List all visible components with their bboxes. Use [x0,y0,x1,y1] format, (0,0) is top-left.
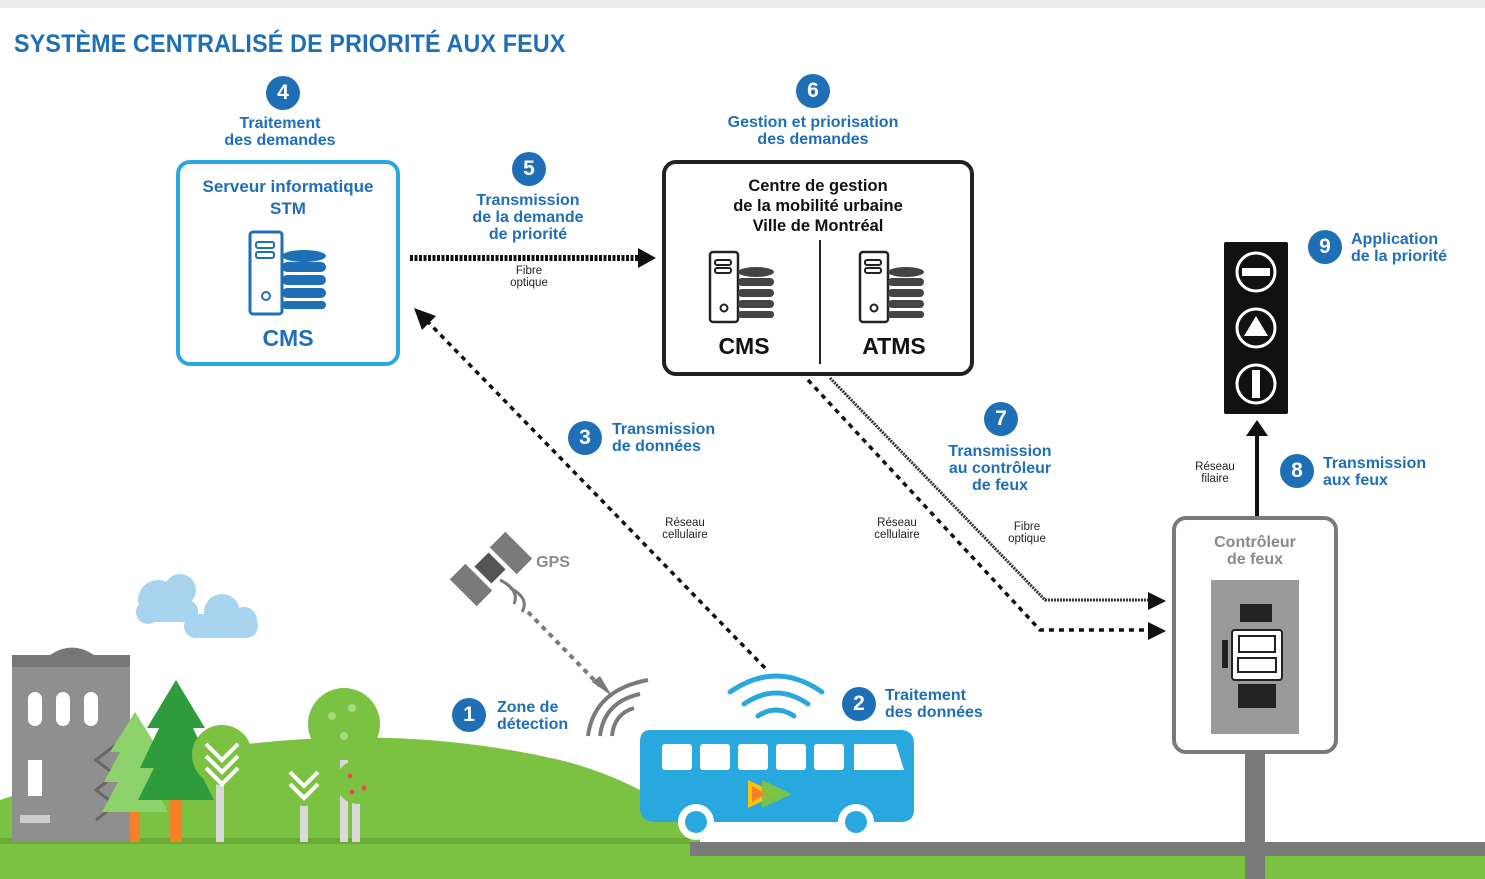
step-6-badge: 6 [796,74,830,108]
detection-zone-icon [586,678,649,737]
step-9-badge: 9 [1308,230,1342,264]
gps-signal [526,610,602,688]
step-5-badge: 5 [512,152,546,186]
wifi-icon [727,673,825,719]
controller-cabinet [1211,580,1299,734]
arrow-cellular-left [426,320,767,670]
step-3-badge: 3 [568,421,602,455]
stm-server-title: Serveur informatique STM [202,177,374,218]
tree-icon [102,680,380,842]
server-icon [248,230,284,316]
arrow-cellular-right [806,378,1150,632]
cellular-label-left: Réseau cellulaire [662,517,708,541]
bus-icon [640,730,914,840]
city-center-icons [708,250,924,324]
fibre-label-top: Fibre optique [510,265,548,289]
step-5-label: Transmission de la demande de priorité [472,192,584,243]
step-6-label: Gestion et priorisation des demandes [727,114,899,148]
step-2-badge: 2 [842,687,876,721]
step-7-badge: 7 [984,402,1018,436]
step-3-label: Transmission de données [612,421,716,455]
server-icon [708,250,740,324]
city-atms-label: ATMS [862,333,926,359]
wired-label: Réseau filaire [1195,461,1235,485]
step-1-badge: 1 [452,698,486,732]
road [690,842,1485,856]
step-1-label: Zone de détection [497,699,569,733]
database-icon [738,267,774,318]
stm-cms-label: CMS [262,325,314,351]
top-border [0,0,1485,8]
step-2-label: Traitement des données [885,687,983,721]
step-4-badge: 4 [266,76,300,110]
gps-label: GPS [536,554,570,571]
divider [819,240,821,364]
city-center-title: Centre de gestion de la mobilité urbaine… [733,177,903,235]
cellular-label-right: Réseau cellulaire [874,517,920,541]
diagram-title: SYSTÈME CENTRALISÉ DE PRIORITÉ AUX FEUX [14,30,566,58]
stm-server-box: Serveur informatique STM CMS [176,160,400,366]
controller-title: Contrôleur de feux [1214,534,1296,568]
city-cms-label: CMS [718,333,770,359]
step-7-label: Transmission au contrôleur de feux [948,443,1052,494]
stm-server-icon [248,230,326,316]
satellite-icon [449,531,533,613]
step-4-label: Traitement des demandes [224,115,336,149]
cloud-icon [136,574,258,638]
step-9-label: Application de la priorité [1351,231,1448,265]
step-8-badge: 8 [1280,454,1314,488]
database-icon [888,267,924,318]
controller-pole [1245,754,1265,879]
city-center-box: Centre de gestion de la mobilité urbaine… [662,160,974,376]
server-icon [858,250,890,324]
step-8-label: Transmission aux feux [1323,455,1427,489]
database-icon [282,250,326,309]
fibre-label-right: Fibre optique [1008,521,1046,545]
traffic-light-icon [1224,242,1288,414]
arrow-fibre-right [828,376,1150,602]
